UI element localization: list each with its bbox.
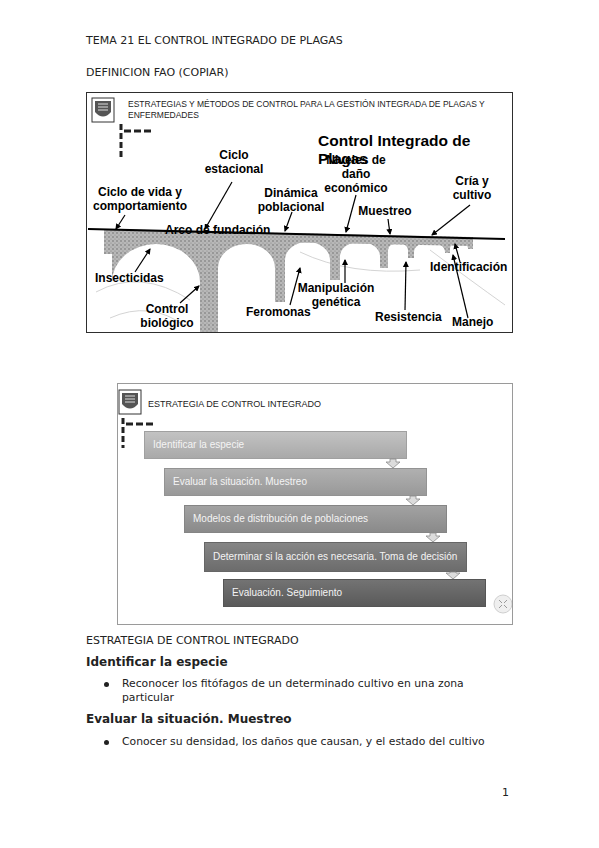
step-arrow [426, 533, 440, 542]
body-text: ESTRATEGIA DE CONTROL INTEGRADO [86, 634, 486, 648]
bridge-label: Feromonas [246, 306, 321, 320]
bridge-label: Arco de fundación [165, 224, 280, 238]
bridge-arch [285, 234, 330, 260]
leader-arrow [388, 219, 390, 234]
body-text: DEFINICION FAO (COPIAR) [86, 66, 386, 80]
leader-arrow [405, 262, 406, 310]
bridge-label: Dinámica poblacional [248, 187, 334, 215]
slide-frame: ESTRATEGIA DE CONTROL INTEGRADO Identific… [117, 383, 513, 625]
leader-arrow [135, 249, 150, 272]
bridge-label: Identificación [430, 261, 515, 275]
logo-shield [95, 101, 111, 117]
bridge-pier [445, 237, 450, 253]
bridge-label: Insecticidas [95, 272, 170, 286]
bridge-label: Niveles de daño económico [318, 154, 394, 195]
step-box: Modelos de distribución de poblaciones [184, 505, 447, 533]
road-line [88, 229, 505, 239]
leader-arrow [116, 215, 125, 229]
step-box: Determinar si la acción es necesaria. To… [204, 542, 467, 572]
leader-arrow [180, 286, 199, 303]
decor-bar [126, 423, 154, 426]
leader-arrow [205, 182, 232, 229]
bullet-text: Conocer su densidad, los daños que causa… [122, 735, 514, 749]
leader-arrow [455, 244, 460, 262]
bullet-dot [104, 682, 109, 687]
page-number: 1 [502, 786, 516, 800]
leader-arrow [346, 195, 356, 232]
slide-title: ESTRATEGIAS Y MÉTODOS DE CONTROL PARA LA… [128, 99, 516, 120]
logo-crest [119, 390, 141, 414]
leader-arrow [432, 205, 470, 235]
bridge-pier [380, 236, 388, 268]
step-text: Modelos de distribución de poblaciones [193, 513, 438, 525]
step-text: Evaluación. Seguimiento [232, 587, 477, 599]
bridge-pier [330, 235, 340, 280]
step-arrow [446, 572, 460, 579]
step-arrow [386, 459, 400, 468]
bridge-label: Ciclo de vida y comportamiento [86, 186, 194, 214]
body-text: Identificar la especie [86, 655, 386, 671]
step-box: Evaluar la situación. Muestreo [164, 468, 427, 496]
bridge-label: Control biológico [134, 303, 200, 331]
body-text: Evaluar la situación. Muestreo [86, 712, 386, 728]
expand-icon [494, 595, 512, 613]
bridge-arch [340, 235, 380, 256]
logo-crest [92, 98, 114, 122]
logo-frame [92, 98, 114, 122]
bridge-label: Muestreo [355, 205, 415, 219]
bridge-label: Manejo [452, 316, 507, 330]
bridge-label: Cría y cultivo [442, 175, 502, 203]
page-heading: TEMA 21 EL CONTROL INTEGRADO DE PLAGAS [86, 34, 526, 47]
bullet-text: Reconocer los fitófagos de un determinad… [122, 677, 514, 705]
decor-bar [124, 130, 152, 133]
logo-frame [119, 390, 141, 414]
bridge-label: Resistencia [375, 311, 445, 325]
leader-arrow [344, 260, 345, 283]
logo-shield [122, 393, 138, 409]
bridge-pier [275, 234, 285, 302]
step-text: Identificar la especie [153, 439, 398, 451]
logo-lines [125, 396, 135, 402]
step-text: Determinar si la acción es necesaria. To… [213, 551, 458, 563]
step-arrow [406, 496, 420, 505]
bridge-arch [388, 236, 408, 250]
logo-lines [98, 104, 108, 110]
bullet-dot [104, 740, 109, 745]
bridge-pier [104, 232, 112, 254]
expand-icon-lines [499, 600, 507, 608]
step-box: Evaluación. Seguimiento [223, 579, 486, 607]
decor-bar [120, 124, 123, 158]
bridge-pier [408, 236, 414, 258]
bridge-label: Ciclo estacional [198, 149, 270, 177]
bridge-pier [200, 232, 218, 332]
step-text: Evaluar la situación. Muestreo [173, 476, 418, 488]
slide-title: ESTRATEGIA DE CONTROL INTEGRADO [148, 399, 478, 410]
step-box: Identificar la especie [144, 431, 407, 459]
leader-arrow [285, 212, 292, 231]
bridge-arch [218, 232, 275, 268]
decor-bar [122, 418, 125, 448]
